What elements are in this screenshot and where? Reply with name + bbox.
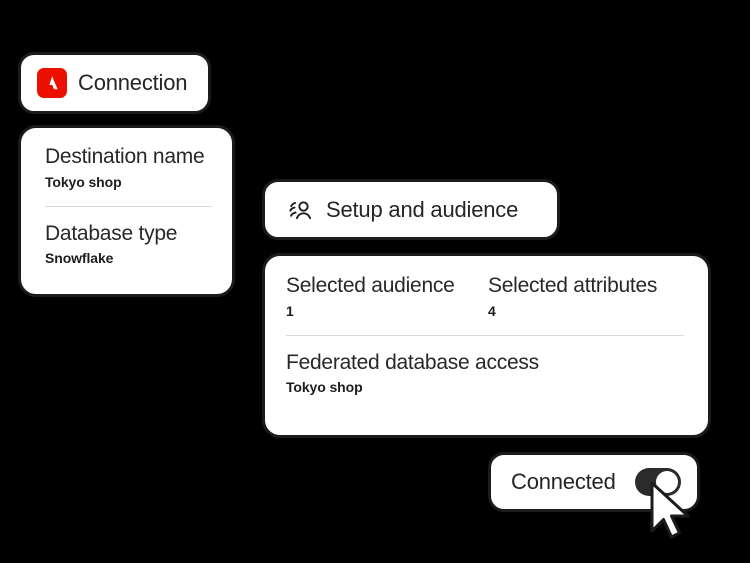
destination-details-card: Destination name Tokyo shop Database typ… [18, 125, 235, 297]
federated-database-access-field: Federated database access Tokyo shop [286, 351, 684, 396]
database-type-field: Database type Snowflake [45, 222, 212, 267]
connection-card[interactable]: Connection [18, 52, 211, 114]
federated-database-access-value: Tokyo shop [286, 379, 363, 396]
destination-name-label: Destination name [45, 145, 205, 168]
selected-audience-label: Selected audience [286, 274, 455, 297]
audience-divider [286, 334, 684, 336]
connected-toggle[interactable] [635, 468, 681, 496]
destination-name-value: Tokyo shop [45, 173, 122, 190]
connected-label: Connected [511, 469, 616, 494]
adobe-logo-icon [37, 68, 67, 98]
federated-database-access-label: Federated database access [286, 350, 539, 374]
audience-stats-row: Selected audience 1 Selected attributes … [286, 274, 684, 319]
destination-name-field: Destination name Tokyo shop [45, 145, 212, 190]
selected-attributes-value: 4 [488, 302, 496, 319]
selected-attributes-label: Selected attributes [488, 274, 658, 297]
database-type-label: Database type [45, 221, 178, 245]
audience-details-card: Selected audience 1 Selected attributes … [262, 253, 711, 438]
setup-and-audience-card[interactable]: Setup and audience [262, 179, 560, 240]
selected-attributes-stat: Selected attributes 4 [488, 274, 690, 319]
connected-card[interactable]: Connected [488, 452, 700, 512]
audience-icon [284, 195, 314, 225]
toggle-knob [656, 471, 678, 493]
selected-audience-stat: Selected audience 1 [286, 274, 488, 319]
setup-and-audience-label: Setup and audience [326, 196, 519, 222]
database-type-value: Snowflake [45, 250, 114, 267]
destination-divider [45, 205, 212, 207]
selected-audience-value: 1 [286, 302, 294, 319]
connection-label: Connection [78, 70, 188, 95]
